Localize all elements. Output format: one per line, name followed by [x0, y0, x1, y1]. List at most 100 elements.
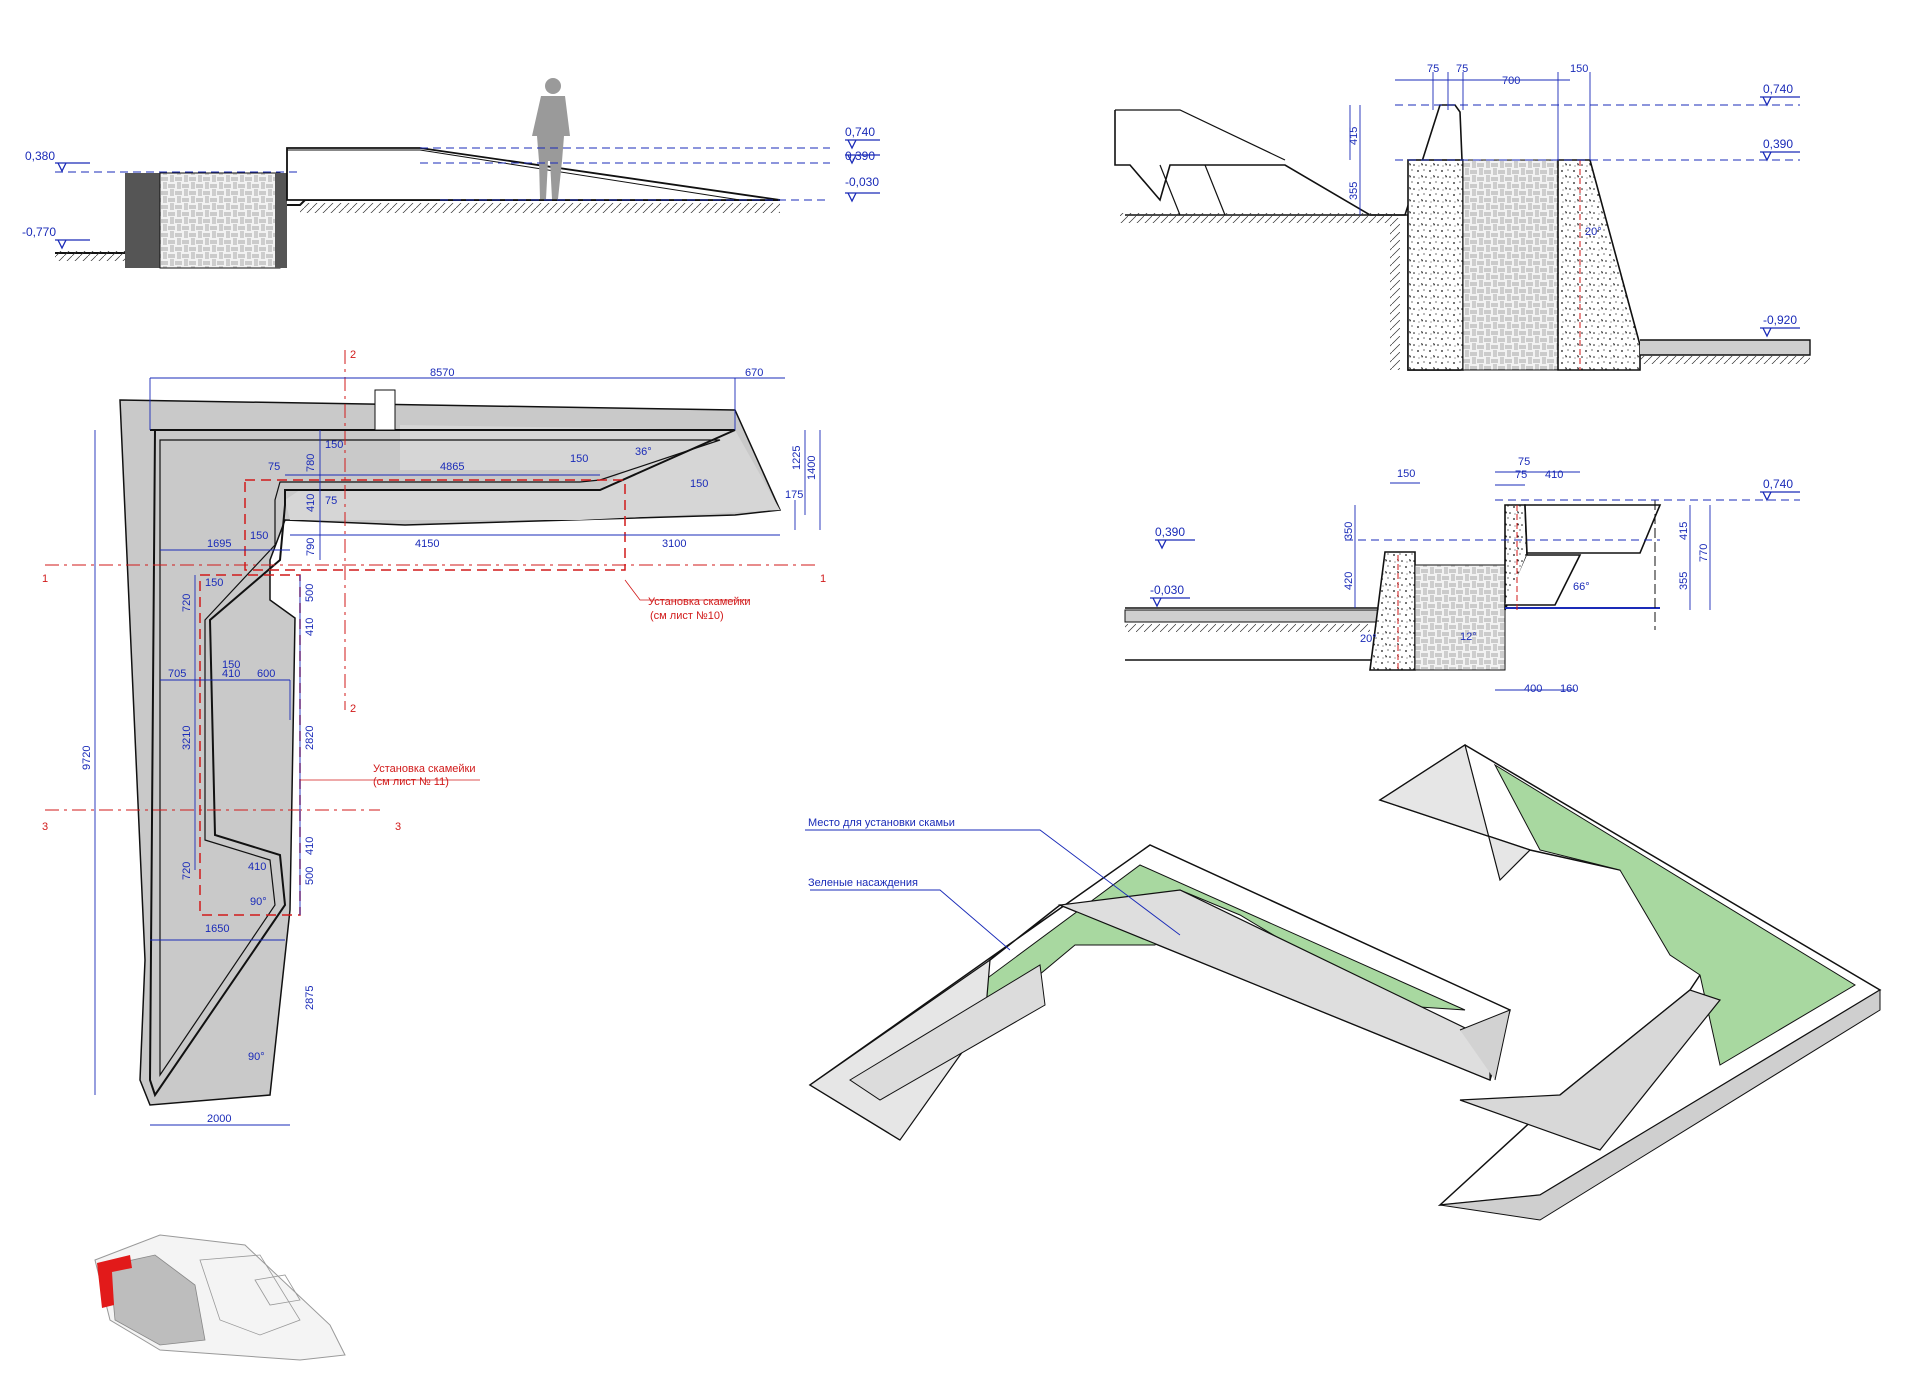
- retaining-wall-left: [125, 173, 160, 268]
- section-mark: 1: [42, 573, 48, 585]
- dim: 150: [1397, 468, 1415, 480]
- section-mark: 2: [350, 703, 356, 715]
- angle: 36°: [635, 446, 652, 458]
- planter-end: [1378, 744, 1532, 882]
- bench-note-line: (см лист №10): [650, 610, 724, 622]
- inner-wall: [1459, 989, 1722, 1151]
- planter-end: [1459, 1009, 1511, 1081]
- angle: 90°: [248, 1051, 265, 1063]
- section-mark: 2: [350, 349, 356, 361]
- level-label: 0,740: [845, 125, 875, 139]
- level-label: 0,740: [1763, 82, 1793, 96]
- dim: 415: [1348, 127, 1360, 145]
- dim: 780: [305, 454, 317, 472]
- level-label: -0,920: [1763, 313, 1797, 327]
- dim: 8570: [430, 367, 454, 379]
- dim: 150: [222, 659, 240, 671]
- earth-left: [1120, 213, 1400, 370]
- level-label: -0,030: [845, 175, 879, 189]
- dim: 720: [181, 862, 193, 880]
- section-detail-a: 75 75 700 150 415 355 20° 0,740 0,390 -0…: [1114, 63, 1811, 371]
- note-leader: [624, 579, 750, 601]
- dim: 150: [570, 453, 588, 465]
- bench-note-line: Установка скамейки: [373, 763, 476, 775]
- site-buildings: [199, 1254, 301, 1336]
- dim: 410: [304, 618, 316, 636]
- dim: 500: [304, 584, 316, 602]
- level-label: 0,740: [1763, 477, 1793, 491]
- ramp-edge: [287, 149, 741, 201]
- plan-break: [374, 389, 396, 431]
- dim: 2000: [207, 1113, 231, 1125]
- bench-zone-2: [199, 574, 301, 916]
- soil-fill: [1414, 564, 1506, 671]
- level-label: 0,390: [1763, 137, 1793, 151]
- dim: 1225: [791, 446, 803, 470]
- paving-zone: [109, 1254, 206, 1346]
- section-mark: 3: [42, 821, 48, 833]
- ground-hatch: [55, 203, 780, 261]
- dim: 4150: [415, 538, 439, 550]
- dim: 500: [304, 867, 316, 885]
- concrete-wall-left: [1369, 551, 1416, 671]
- angle: 90°: [250, 896, 267, 908]
- dim: 2820: [304, 726, 316, 750]
- site-marker: [97, 1255, 132, 1308]
- dim: 1695: [207, 538, 231, 550]
- dim-lines: [1349, 72, 1591, 215]
- dim: 670: [745, 367, 763, 379]
- dim: 75: [1427, 63, 1439, 75]
- planter-base: [1439, 989, 1881, 1221]
- dim: 150: [690, 478, 708, 490]
- plan-view: 1 1 2 2 3 3 8570 670 1225 1400 175 4865 …: [42, 349, 826, 1126]
- dim: 410: [248, 861, 266, 873]
- level-marks: [1150, 491, 1800, 608]
- dim: 700: [1502, 75, 1520, 87]
- dim: 705: [168, 668, 186, 680]
- paving-slab: [1124, 609, 1381, 623]
- bench-note-line: (см лист № 11): [373, 776, 449, 788]
- dim: 4865: [440, 461, 464, 473]
- level-marks: [1760, 96, 1800, 338]
- plan-dimension-lines: [94, 377, 821, 1126]
- dim: 770: [1698, 544, 1710, 562]
- dim: 75: [1515, 469, 1527, 481]
- greenery-bed: [1493, 763, 1856, 1066]
- dim: 3100: [662, 538, 686, 550]
- section-mark: 3: [395, 821, 401, 833]
- level-leaders: [1345, 499, 1800, 541]
- bench-profile: [1505, 504, 1662, 606]
- level-label: 0,390: [1155, 525, 1185, 539]
- paving-slab: [1640, 339, 1811, 356]
- dim: 150: [205, 577, 223, 589]
- axon-label-bench: Место для установки скамьи: [808, 817, 955, 829]
- section-detail-b: 150 75 75 410 350 420 415 355 770 400 16…: [1124, 456, 1800, 695]
- dim: 150: [325, 439, 343, 451]
- soil-fill: [1462, 159, 1559, 371]
- concrete-wall-left: [1407, 159, 1464, 371]
- key-plan: [94, 1234, 346, 1361]
- dim: 175: [785, 489, 803, 501]
- angle: 20°: [1360, 633, 1377, 645]
- dim: 75: [1518, 456, 1530, 468]
- planter-top-arm: [285, 425, 780, 520]
- dim: 355: [1678, 572, 1690, 590]
- dim: 415: [1678, 522, 1690, 540]
- dim: 355: [1348, 182, 1360, 200]
- dim: 150: [1570, 63, 1588, 75]
- section-mark: 1: [820, 573, 826, 585]
- level-leaders: [1395, 104, 1800, 161]
- callout-leaders: [805, 829, 1181, 951]
- dim: 410: [305, 494, 317, 512]
- dim: 3210: [181, 726, 193, 750]
- planter-outer-form: [119, 399, 782, 1106]
- ramp-slab: [286, 147, 781, 201]
- dim: 400: [1524, 683, 1542, 695]
- dim: 1400: [806, 456, 818, 480]
- dim: 2875: [304, 986, 316, 1010]
- dim: 410: [222, 668, 240, 680]
- level-label: 0,380: [25, 149, 55, 163]
- bench-note-line: Установка скамейки: [648, 596, 751, 608]
- dim-lines: [1354, 471, 1711, 691]
